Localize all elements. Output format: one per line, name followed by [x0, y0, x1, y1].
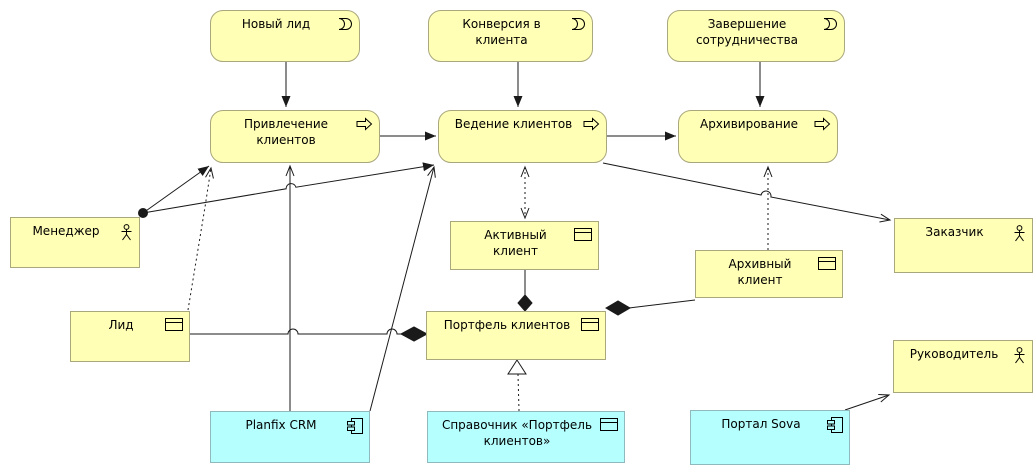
dataobject-portfolio-reference[interactable]: Справочник «Портфель клиентов» [427, 411, 625, 463]
edge-assignment-actor-manager-process-attract-clients [142, 165, 210, 214]
edge-composition-object-client-portfolio-object-archived-client [628, 299, 696, 309]
actor-icon [1008, 225, 1026, 242]
component-portal-sova[interactable]: Портал Sova [690, 410, 850, 465]
event-new-lead[interactable]: Новый лид [210, 10, 360, 62]
actor-icon [115, 224, 133, 241]
node-label: Конверсия в клиента [462, 17, 541, 47]
node-label: Менеджер [32, 224, 100, 238]
actor-director[interactable]: Руководитель [893, 340, 1033, 393]
event-icon [335, 17, 353, 34]
node-label: Руководитель [909, 347, 999, 361]
node-label: Planfix CRM [245, 418, 317, 432]
actor-customer[interactable]: Заказчик [894, 218, 1033, 273]
edge-serving-component-portal-sova-actor-director [844, 393, 891, 411]
node-label: Лид [108, 318, 134, 332]
edge-composition-object-lead-object-client-portfolio [190, 328, 402, 335]
event-icon [820, 17, 838, 34]
edge-serving-component-planfix-crm-process-manage-clients [369, 165, 436, 412]
edge-serving-process-manage-clients-actor-customer [602, 162, 892, 223]
business-object-icon [818, 257, 836, 274]
component-icon [345, 418, 363, 435]
node-label: Ведение клиентов [454, 117, 573, 131]
node-label: Заказчик [925, 225, 984, 239]
object-lead[interactable]: Лид [70, 311, 190, 362]
component-planfix-crm[interactable]: Planfix CRM [210, 411, 370, 463]
node-label: Портал Sova [721, 417, 801, 431]
event-conversion[interactable]: Конверсия в клиента [428, 10, 593, 62]
composition-diamond [605, 300, 631, 316]
node-label: Справочник «Портфель клиентов» [441, 418, 593, 448]
edge-realization-dataobject-portfolio-reference-object-client-portfolio [517, 373, 520, 412]
actor-icon [1008, 347, 1026, 364]
node-label: Портфель клиентов [443, 318, 571, 332]
edge-access-object-lead-process-attract-clients [187, 166, 214, 311]
business-object-icon [600, 418, 618, 435]
actor-manager[interactable]: Менеджер [10, 217, 140, 268]
process-icon [355, 117, 373, 134]
process-icon [582, 117, 600, 134]
node-label: Активный клиент [484, 228, 547, 258]
node-label: Завершение сотрудничества [695, 17, 799, 47]
process-manage-clients[interactable]: Ведение клиентов [438, 110, 607, 163]
assignment-ball [138, 208, 148, 218]
event-icon [568, 17, 586, 34]
node-label: Привлечение клиентов [243, 117, 329, 147]
business-object-icon [581, 318, 599, 335]
object-archived-client[interactable]: Архивный клиент [695, 250, 843, 298]
component-icon [825, 417, 843, 434]
process-attract-clients[interactable]: Привлечение клиентов [210, 110, 380, 163]
object-active-client[interactable]: Активный клиент [450, 221, 599, 270]
business-object-icon [574, 228, 592, 245]
business-object-icon [165, 318, 183, 335]
node-label: Архивирование [699, 117, 798, 131]
realization-triangle [507, 359, 527, 375]
node-label: Новый лид [241, 17, 311, 31]
process-icon [813, 117, 831, 134]
object-client-portfolio[interactable]: Портфель клиентов [426, 311, 606, 360]
process-archiving[interactable]: Архивирование [678, 110, 838, 163]
node-label: Архивный клиент [728, 257, 792, 287]
event-termination[interactable]: Завершение сотрудничества [667, 10, 845, 62]
